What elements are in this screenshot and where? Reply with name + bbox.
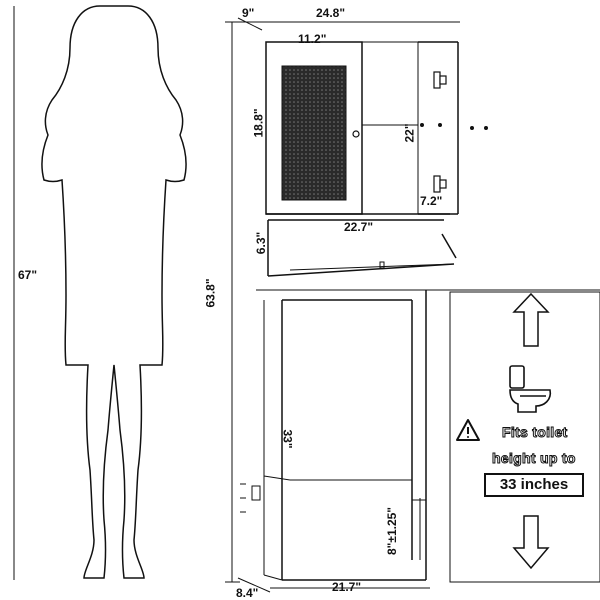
base-depth-label: 8.4" bbox=[236, 586, 259, 600]
base-depth-line bbox=[237, 577, 271, 593]
side-depth-label: 7.2" bbox=[420, 194, 443, 208]
door-width-label: 11.2" bbox=[298, 32, 327, 46]
person-height-label: 67" bbox=[18, 268, 38, 282]
mesh-panel bbox=[281, 65, 347, 201]
notice-line2: height up to bbox=[492, 450, 576, 467]
lower-frame bbox=[240, 289, 600, 581]
adjust-height-label: 8"±1.25" bbox=[385, 507, 399, 555]
arrow-up-icon bbox=[512, 292, 550, 347]
base-width-label: 21.7" bbox=[332, 580, 362, 594]
arrow-down-icon bbox=[512, 515, 550, 570]
warning-triangle-icon bbox=[456, 419, 480, 441]
shelf-width-label: 22.7" bbox=[344, 220, 374, 234]
upper-cabinet bbox=[265, 41, 459, 215]
notice-highlight: 33 inches bbox=[484, 473, 584, 497]
base-height-label: 33" bbox=[280, 429, 295, 449]
middle-shelf bbox=[267, 219, 457, 277]
door-knob bbox=[352, 130, 360, 138]
top-depth-label: 9" bbox=[242, 6, 255, 20]
door-height-label: 18.8" bbox=[251, 108, 266, 138]
hinges bbox=[433, 71, 447, 193]
top-width-label: 24.8" bbox=[316, 6, 346, 20]
drawer-height-label: 6.3" bbox=[254, 231, 269, 255]
shelf-height-label: 22" bbox=[402, 123, 417, 143]
toilet-icon bbox=[509, 365, 552, 413]
notice-line1: Fits toilet bbox=[502, 424, 568, 441]
person-silhouette bbox=[41, 5, 187, 579]
total-height-label: 63.8" bbox=[203, 278, 218, 308]
